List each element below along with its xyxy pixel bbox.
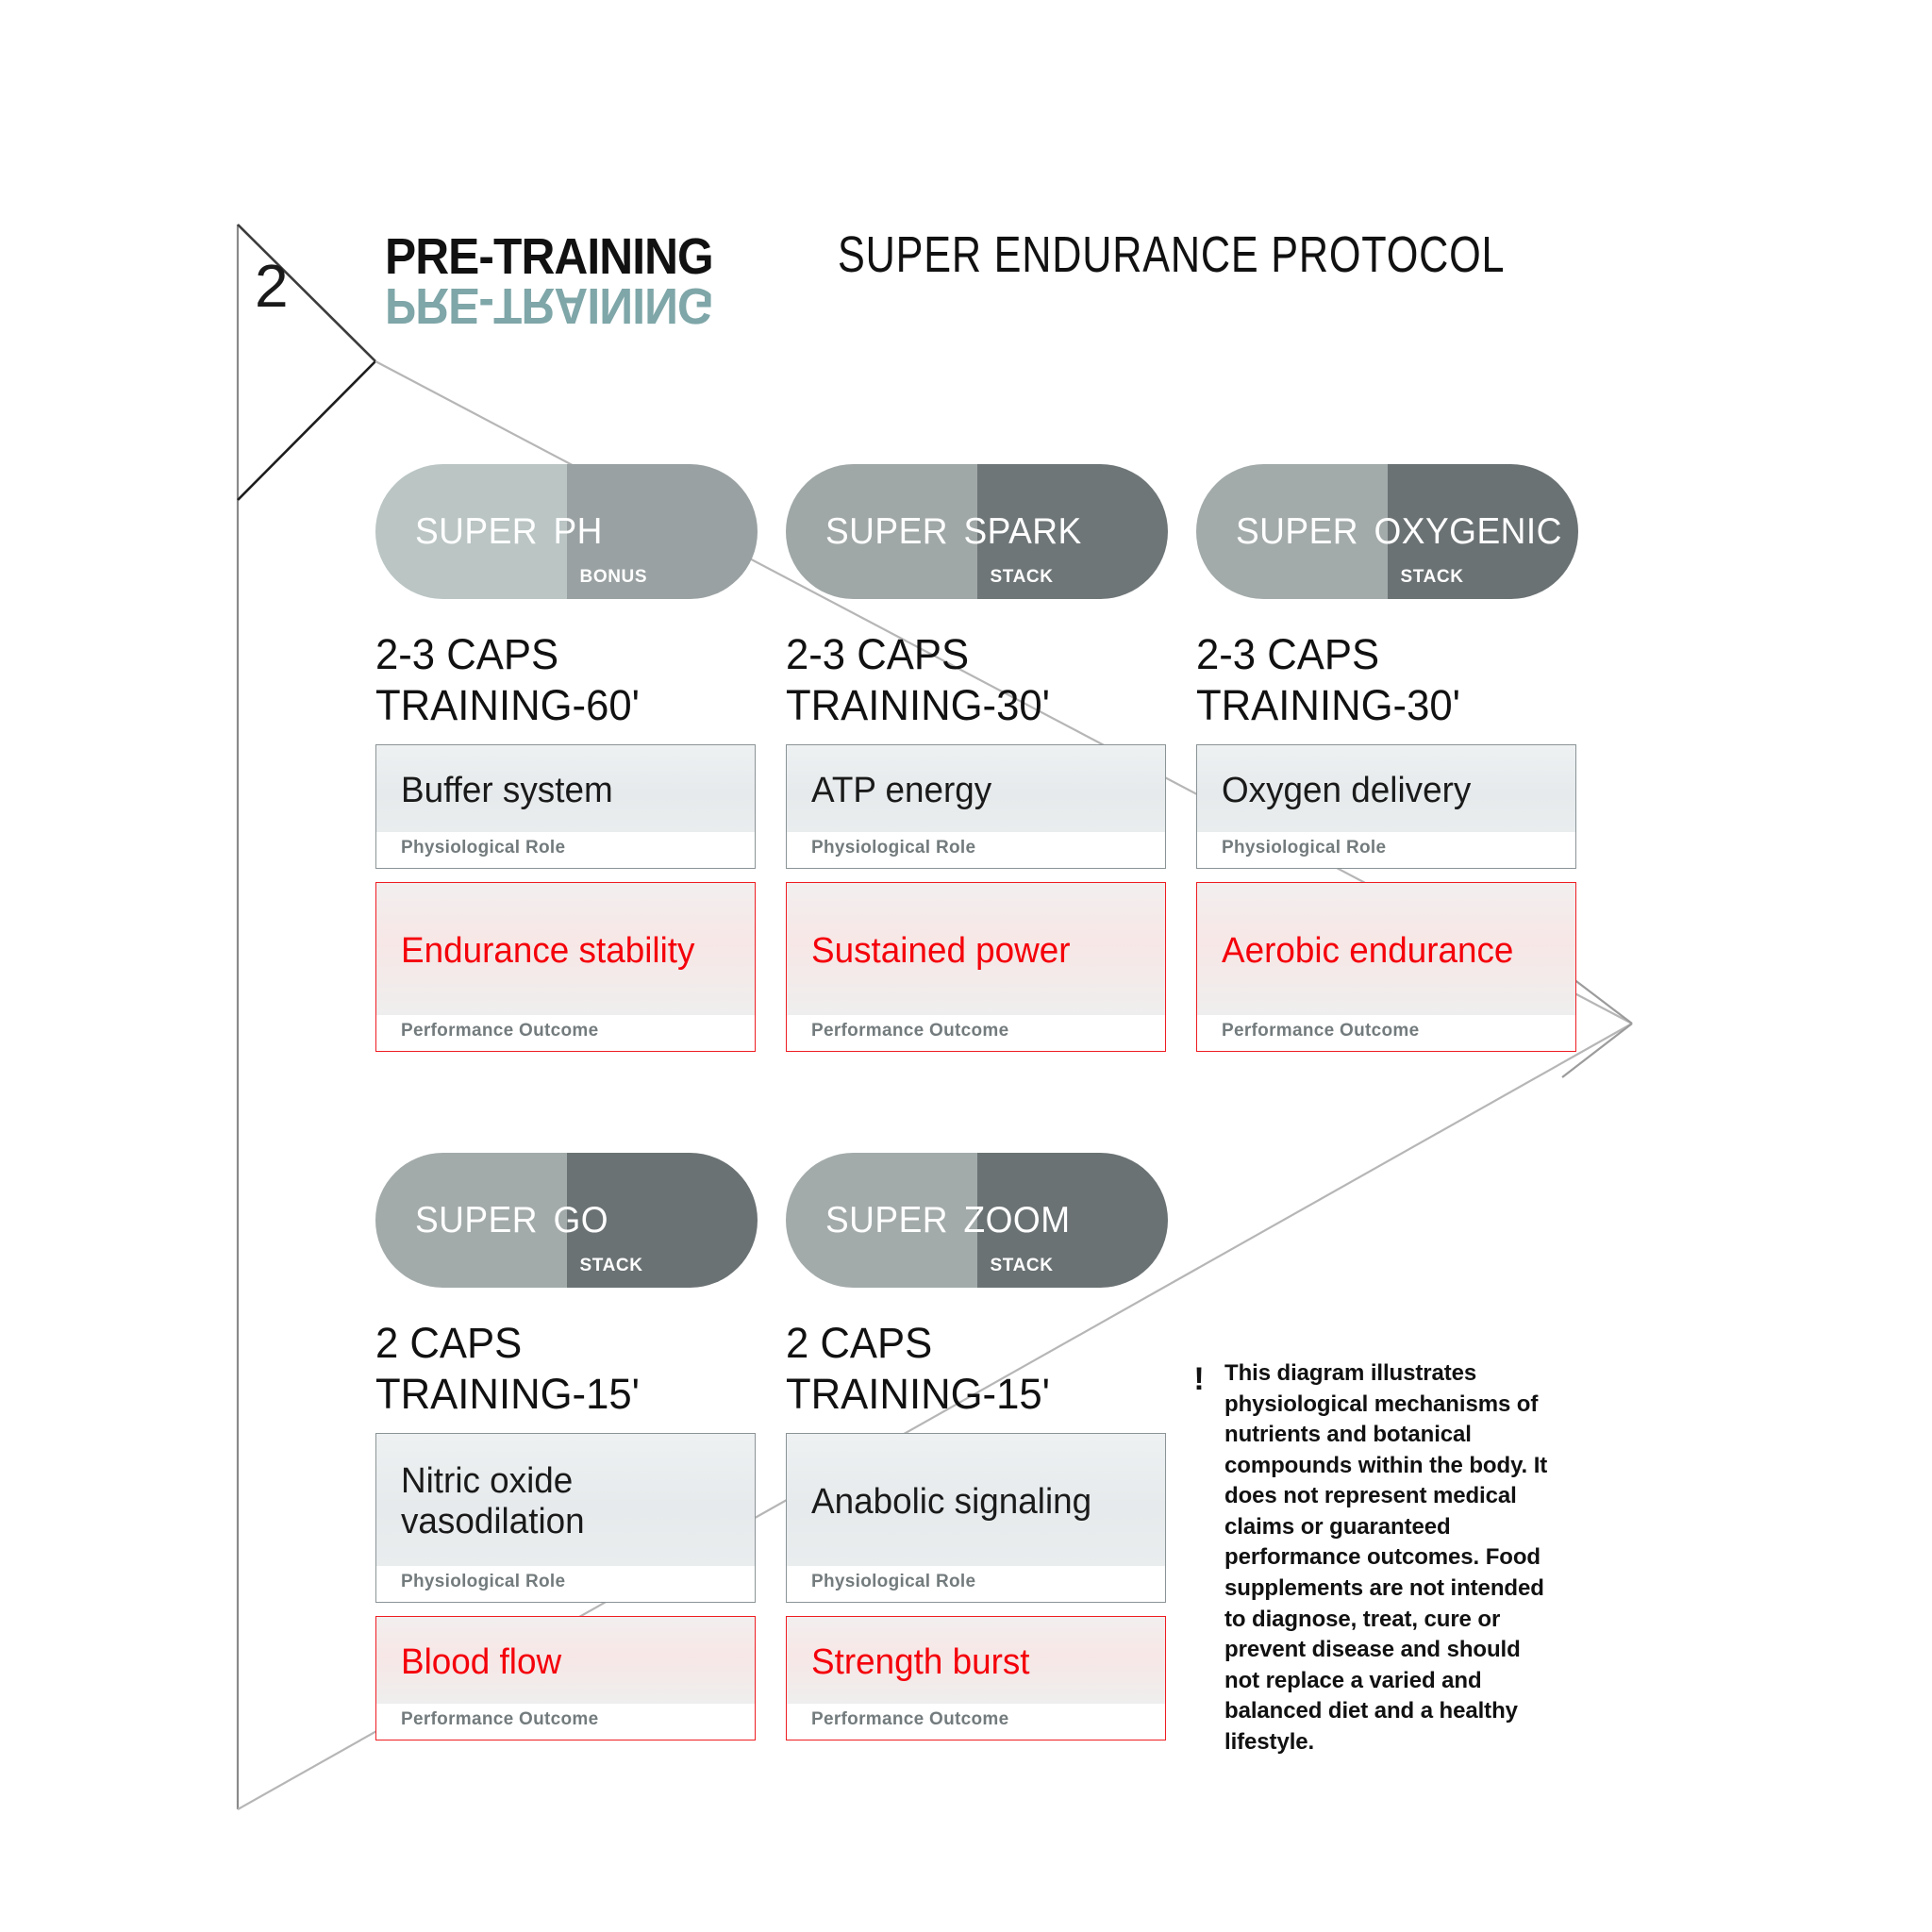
dose-instruction: 2-3 CAPS TRAINING-30' bbox=[786, 630, 1050, 729]
pill-left-half bbox=[375, 1153, 567, 1288]
page-title-reflection: PRE-TRAINING bbox=[385, 277, 713, 334]
pill-tag-badge: STACK bbox=[990, 1256, 1054, 1275]
outcome-value-box: Aerobic endurance bbox=[1197, 883, 1575, 1015]
disclaimer-text: This diagram illustrates physiological m… bbox=[1224, 1360, 1548, 1755]
pill-tag-badge: STACK bbox=[990, 567, 1054, 587]
header: 2 PRE-TRAINING PRE-TRAINING SUPER ENDURA… bbox=[234, 222, 1649, 373]
performance-outcome-card: Blood flow Performance Outcome bbox=[375, 1616, 756, 1740]
step-badge: 2 bbox=[234, 222, 357, 373]
pill-product-name: ZOOM bbox=[963, 1200, 1071, 1241]
step-number: 2 bbox=[255, 252, 289, 320]
outcome-value-box: Endurance stability bbox=[376, 883, 755, 1015]
outcome-label: Performance Outcome bbox=[376, 1704, 755, 1740]
role-value-box: Oxygen delivery bbox=[1197, 745, 1575, 832]
product-column-super-zoom: SUPER ZOOM STACK 2 CAPS TRAINING-15' Ana… bbox=[786, 1153, 1168, 1740]
pill-tag-badge: STACK bbox=[1400, 567, 1464, 587]
disclaimer-block: ! This diagram illustrates physiological… bbox=[1191, 1358, 1564, 1758]
dose-instruction: 2 CAPS TRAINING-15' bbox=[375, 1319, 640, 1418]
pill-product-name: OXYGENIC bbox=[1374, 511, 1562, 552]
dose-instruction: 2-3 CAPS TRAINING-60' bbox=[375, 630, 640, 729]
performance-outcome-card: Endurance stability Performance Outcome bbox=[375, 882, 756, 1052]
pill-brand: SUPER bbox=[415, 1200, 539, 1241]
pill-right-half bbox=[566, 1153, 758, 1288]
outcome-value: Aerobic endurance bbox=[1222, 930, 1514, 971]
role-value: Anabolic signaling bbox=[811, 1481, 1092, 1522]
outcome-label: Performance Outcome bbox=[787, 1704, 1165, 1740]
outcome-label: Performance Outcome bbox=[1197, 1015, 1575, 1051]
product-pill-super-zoom[interactable]: SUPER ZOOM STACK bbox=[786, 1153, 1168, 1288]
product-pill-super-ph[interactable]: SUPER PH BONUS bbox=[375, 464, 758, 599]
warning-icon: ! bbox=[1193, 1361, 1205, 1397]
outcome-value: Strength burst bbox=[811, 1641, 1030, 1682]
pill-right-half bbox=[976, 464, 1168, 599]
protocol-title: SUPER ENDURANCE PROTOCOL bbox=[838, 226, 1506, 283]
outcome-value-box: Strength burst bbox=[787, 1617, 1165, 1704]
pill-brand: SUPER bbox=[825, 1200, 949, 1241]
pill-brand: SUPER bbox=[825, 511, 949, 552]
pill-tag-badge: BONUS bbox=[579, 567, 648, 587]
pill-right-half bbox=[566, 464, 758, 599]
performance-outcome-card: Aerobic endurance Performance Outcome bbox=[1196, 882, 1576, 1052]
physiological-role-card: Buffer system Physiological Role bbox=[375, 744, 756, 869]
outcome-value-box: Blood flow bbox=[376, 1617, 755, 1704]
physiological-role-card: Oxygen delivery Physiological Role bbox=[1196, 744, 1576, 869]
pill-label: SUPER GO bbox=[375, 1153, 758, 1288]
role-value-box: Buffer system bbox=[376, 745, 755, 832]
outcome-label: Performance Outcome bbox=[376, 1015, 755, 1051]
pill-label: SUPER SPARK bbox=[786, 464, 1168, 599]
pill-right-half bbox=[1387, 464, 1578, 599]
page-title: PRE-TRAINING bbox=[385, 228, 714, 285]
pill-left-half bbox=[1196, 464, 1388, 599]
pill-left-half bbox=[786, 464, 977, 599]
role-value-box: Nitric oxide vasodilation bbox=[376, 1434, 755, 1566]
pill-label: SUPER ZOOM bbox=[786, 1153, 1168, 1288]
header-titles: PRE-TRAINING PRE-TRAINING SUPER ENDURANC… bbox=[385, 226, 1649, 373]
role-value-box: ATP energy bbox=[787, 745, 1165, 832]
product-column-super-spark: SUPER SPARK STACK 2-3 CAPS TRAINING-30' … bbox=[786, 464, 1168, 1052]
outcome-value: Blood flow bbox=[401, 1641, 562, 1682]
role-label: Physiological Role bbox=[1197, 832, 1575, 868]
product-column-super-go: SUPER GO STACK 2 CAPS TRAINING-15' Nitri… bbox=[375, 1153, 758, 1740]
product-column-super-oxygenic: SUPER OXYGENIC STACK 2-3 CAPS TRAINING-3… bbox=[1196, 464, 1578, 1052]
role-value: Nitric oxide vasodilation bbox=[401, 1461, 585, 1541]
pill-brand: SUPER bbox=[1236, 511, 1359, 552]
role-value: ATP energy bbox=[811, 770, 992, 810]
product-pill-super-spark[interactable]: SUPER SPARK STACK bbox=[786, 464, 1168, 599]
performance-outcome-card: Strength burst Performance Outcome bbox=[786, 1616, 1166, 1740]
dose-instruction: 2-3 CAPS TRAINING-30' bbox=[1196, 630, 1460, 729]
physiological-role-card: ATP energy Physiological Role bbox=[786, 744, 1166, 869]
role-value: Buffer system bbox=[401, 770, 613, 810]
role-value: Oxygen delivery bbox=[1222, 770, 1472, 810]
role-value-box: Anabolic signaling bbox=[787, 1434, 1165, 1566]
pill-product-name: PH bbox=[553, 511, 603, 552]
performance-outcome-card: Sustained power Performance Outcome bbox=[786, 882, 1166, 1052]
outcome-label: Performance Outcome bbox=[787, 1015, 1165, 1051]
outcome-value-box: Sustained power bbox=[787, 883, 1165, 1015]
product-pill-super-oxygenic[interactable]: SUPER OXYGENIC STACK bbox=[1196, 464, 1578, 599]
outcome-value: Sustained power bbox=[811, 930, 1071, 971]
role-label: Physiological Role bbox=[376, 832, 755, 868]
pill-product-name: GO bbox=[553, 1200, 608, 1241]
role-label: Physiological Role bbox=[787, 1566, 1165, 1602]
pill-label: SUPER OXYGENIC bbox=[1196, 464, 1578, 599]
pill-tag-badge: STACK bbox=[579, 1256, 643, 1275]
pill-brand: SUPER bbox=[415, 511, 539, 552]
role-label: Physiological Role bbox=[787, 832, 1165, 868]
pill-product-name: SPARK bbox=[963, 511, 1082, 552]
physiological-role-card: Anabolic signaling Physiological Role bbox=[786, 1433, 1166, 1603]
product-pill-super-go[interactable]: SUPER GO STACK bbox=[375, 1153, 758, 1288]
pill-left-half bbox=[786, 1153, 977, 1288]
physiological-role-card: Nitric oxide vasodilation Physiological … bbox=[375, 1433, 756, 1603]
pill-label: SUPER PH bbox=[375, 464, 758, 599]
product-column-super-ph: SUPER PH BONUS 2-3 CAPS TRAINING-60' Buf… bbox=[375, 464, 758, 1052]
pill-left-half bbox=[375, 464, 567, 599]
dose-instruction: 2 CAPS TRAINING-15' bbox=[786, 1319, 1050, 1418]
outcome-value: Endurance stability bbox=[401, 930, 695, 971]
role-label: Physiological Role bbox=[376, 1566, 755, 1602]
pill-right-half bbox=[976, 1153, 1168, 1288]
